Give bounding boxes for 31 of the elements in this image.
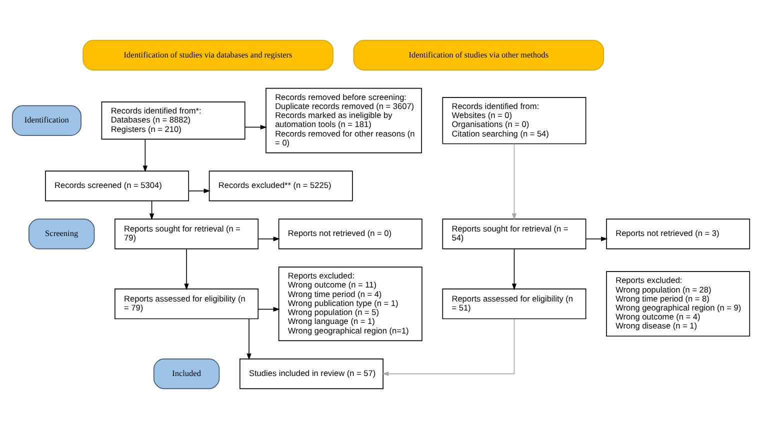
arrow xyxy=(246,318,252,360)
node-box: Identification xyxy=(12,105,82,136)
node-box: Identification of studies via databases and registers xyxy=(82,40,334,71)
node-box: Records removed before screening: Duplicate records removed (n = 3607) Records marked as ineligible by automation tools (n = 181) Records removed for other reasons (n = 0) xyxy=(266,88,422,154)
node-box: Screening xyxy=(28,218,95,250)
arrow xyxy=(184,248,189,290)
arrow xyxy=(512,143,517,220)
node-box: Reports sought for retrieval (n = 79) xyxy=(114,218,259,250)
node-box: Reports not retrieved (n = 3) xyxy=(606,218,750,250)
node-box: Reports assessed for eligibility (n = 51) xyxy=(442,288,586,320)
arrow xyxy=(258,306,280,312)
node-box: Reports not retrieved (n = 0) xyxy=(278,218,422,250)
arrow xyxy=(149,200,154,220)
arrow xyxy=(258,236,280,242)
node-box: Reports excluded: Wrong outcome (n = 11) Wrong time period (n = 4) Wrong publication type (n = 1) Wrong population (n = 5) Wrong language (n = 1) Wrong geographical region (n=1) xyxy=(278,266,422,342)
node-box: Records identified from*: Databases (n = 8882) Registers (n = 210) xyxy=(101,102,246,140)
node-box: Reports sought for retrieval (n = 54) xyxy=(442,218,586,250)
arrow xyxy=(512,248,517,290)
arrow xyxy=(585,236,608,242)
node-box: Reports excluded: Wrong population (n = 28) Wrong time period (n = 8) Wrong geographical region (n = 9) Wrong outcome (n = 4) Wrong disease (n = 1) xyxy=(606,271,750,337)
arrow xyxy=(382,318,515,376)
node-box: Records screened (n = 5304) xyxy=(45,170,190,202)
arrow xyxy=(142,139,148,172)
node-box: Records excluded** (n = 5225) xyxy=(208,170,353,202)
node-box: Records identified from: Websites (n = 0) Organisations (n = 0) Citation searching (n = 54) xyxy=(442,97,586,144)
node-box: Included xyxy=(153,358,220,390)
arrow xyxy=(188,188,210,194)
node-box: Reports assessed for eligibility (n = 79) xyxy=(114,288,259,320)
node-box: Studies included in review (n = 57) xyxy=(240,358,384,390)
arrow xyxy=(244,124,267,130)
node-box: Identification of studies via other methods xyxy=(353,40,604,71)
